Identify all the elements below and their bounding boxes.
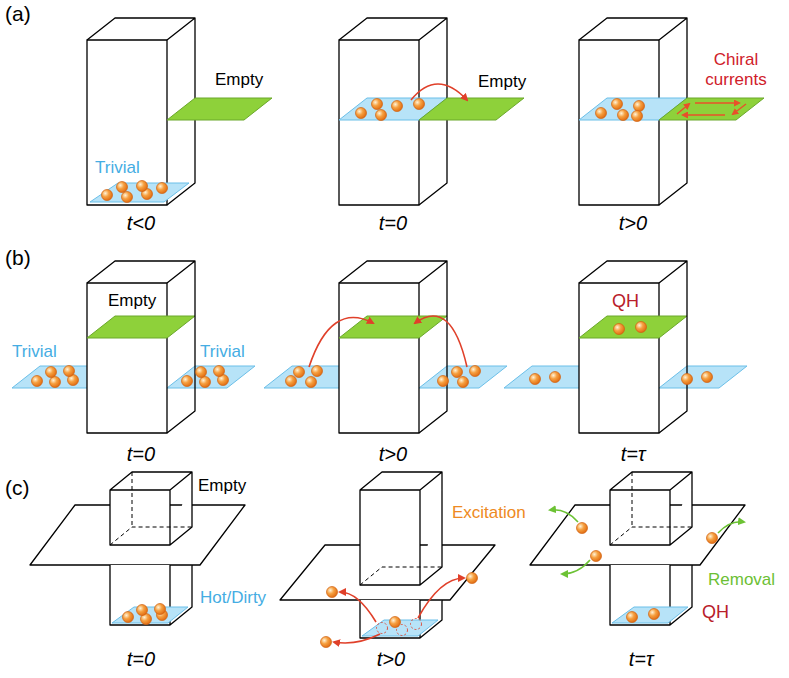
plane-label: Trivial	[12, 342, 57, 362]
time-label: t<0	[127, 212, 155, 235]
plane-label: Empty	[108, 291, 156, 311]
time-label: t=τ	[621, 443, 646, 466]
time-label: t=0	[379, 212, 407, 235]
process-label: Removal	[708, 570, 775, 590]
plane-label: Empty	[215, 70, 263, 90]
plane-label: Empty	[198, 476, 246, 496]
phase-label: QH	[702, 602, 729, 623]
process-label: Excitation	[452, 503, 526, 523]
plane-label: Hot/Dirty	[200, 588, 266, 608]
time-label: t=0	[127, 443, 155, 466]
time-label: t>0	[619, 212, 647, 235]
time-label: t>0	[377, 648, 405, 671]
plane-label: Trivial	[200, 342, 245, 362]
panel-letter: (c)	[5, 476, 30, 500]
plane-label: Trivial	[95, 158, 140, 178]
time-label: t=0	[127, 648, 155, 671]
time-label: t=τ	[629, 648, 654, 671]
panel-letter: (a)	[5, 2, 31, 26]
current-label: Chiral currents	[692, 50, 780, 89]
phase-label: QH	[612, 291, 639, 312]
plane-label: Empty	[478, 72, 526, 92]
time-label: t>0	[379, 443, 407, 466]
panel-letter: (b)	[5, 246, 31, 270]
